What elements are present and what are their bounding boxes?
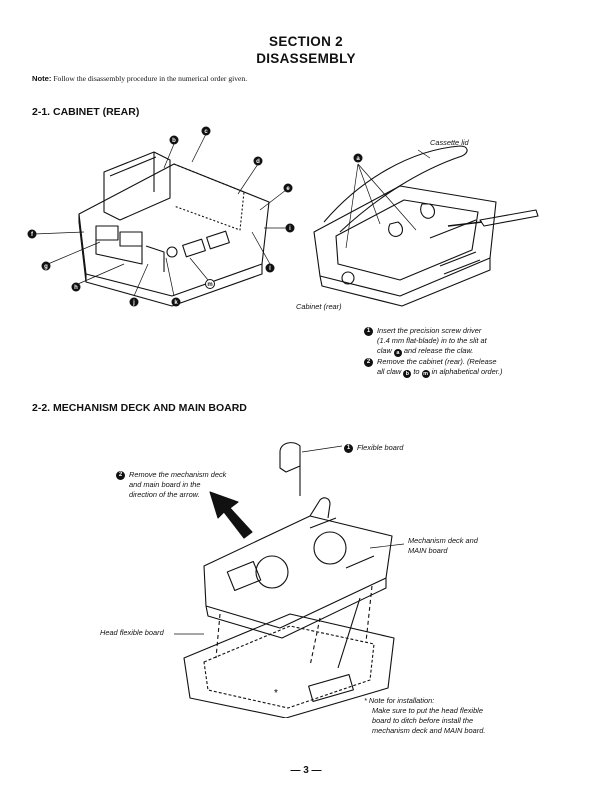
svg-text:m: m: [207, 282, 212, 288]
cabinet-steps: 1 Insert the precision screw driver (1.4…: [364, 326, 502, 378]
cassette-lid-screwdriver-diagram: a: [313, 145, 539, 307]
mechanism-deck-label: Mechanism deck and MAIN board: [408, 536, 478, 555]
step-text: (1.4 mm flat-blade) in to the slit at: [377, 336, 487, 345]
step-text: and main board in the: [129, 480, 201, 489]
claw-i-marker: i: [285, 223, 295, 233]
cassette-lid-label: Cassette lid: [430, 138, 469, 147]
step-number-badge: 2: [364, 357, 373, 367]
svg-text:e: e: [286, 186, 290, 192]
step-text: all claw b to m in alphabetical order.): [377, 367, 503, 378]
svg-text:d: d: [256, 159, 260, 165]
claw-c-marker: c: [201, 126, 211, 136]
step-text: Insert the precision screw driver: [377, 326, 482, 335]
head-flexible-board-label: Head flexible board: [100, 628, 164, 637]
claw-ref-badge: m: [421, 370, 430, 378]
step-text: Remove the cabinet (rear). (Release: [377, 357, 497, 366]
section-heading-mechanism: 2-2. MECHANISM DECK AND MAIN BOARD: [32, 402, 247, 414]
cabinet-rear-label: Cabinet (rear): [296, 302, 342, 311]
step-2: 2 Remove the cabinet (rear). (Release al…: [364, 357, 502, 378]
cabinet-rear-claw-diagram: b c d e f g h i j k l m: [27, 126, 295, 307]
procedure-note: Note: Follow the disassembly procedure i…: [32, 74, 247, 83]
install-asterisk: *: [274, 688, 278, 699]
step-text: claw a and release the claw.: [377, 346, 474, 357]
claw-f-marker: f: [27, 229, 37, 239]
svg-text:j: j: [132, 300, 135, 306]
note-text: Follow the disassembly procedure in the …: [53, 74, 248, 83]
claw-ref-badge: a: [393, 349, 402, 357]
svg-text:b: b: [172, 138, 176, 144]
step-text: direction of the arrow.: [129, 490, 200, 499]
claw-ref-badge: b: [403, 370, 412, 378]
svg-text:l: l: [269, 266, 271, 272]
remove-mechanism-step: 2 Remove the mechanism deck and main boa…: [116, 470, 226, 500]
install-note-title: * Note for installation:: [364, 696, 435, 705]
step-text: Remove the mechanism deck: [129, 470, 227, 479]
claw-k-marker: k: [171, 297, 181, 307]
svg-text:g: g: [44, 264, 48, 270]
section-heading-cabinet: 2-1. CABINET (REAR): [32, 106, 140, 118]
claw-g-marker: g: [41, 261, 51, 271]
claw-j-marker: j: [129, 297, 139, 307]
step-number-badge: 2: [116, 470, 125, 480]
mechanism-deck-diagram: *: [174, 442, 405, 718]
note-label: Note:: [32, 74, 52, 83]
svg-text:i: i: [289, 226, 291, 232]
installation-note: * Note for installation: Make sure to pu…: [364, 696, 486, 735]
svg-text:f: f: [31, 232, 34, 238]
flexible-board-step: 1 Flexible board: [344, 443, 403, 453]
svg-text:h: h: [74, 285, 78, 291]
svg-text:k: k: [174, 300, 178, 306]
claw-m-marker: m: [205, 279, 215, 289]
section-number: SECTION 2: [269, 34, 343, 49]
page-number: — 3 —: [290, 765, 322, 776]
claw-d-marker: d: [253, 156, 263, 166]
page-title: DISASSEMBLY: [256, 51, 356, 66]
step-number-badge: 1: [364, 326, 373, 336]
claw-a-marker: a: [353, 153, 363, 163]
svg-text:c: c: [204, 129, 208, 135]
flexible-board-label: Flexible board: [357, 443, 404, 452]
claw-l-marker: l: [265, 263, 275, 273]
step-1: 1 Insert the precision screw driver (1.4…: [364, 326, 502, 357]
svg-text:a: a: [356, 156, 360, 162]
claw-e-marker: e: [283, 183, 293, 193]
claw-h-marker: h: [71, 282, 81, 292]
step-number-badge: 1: [344, 443, 353, 453]
claw-b-marker: b: [169, 135, 179, 145]
